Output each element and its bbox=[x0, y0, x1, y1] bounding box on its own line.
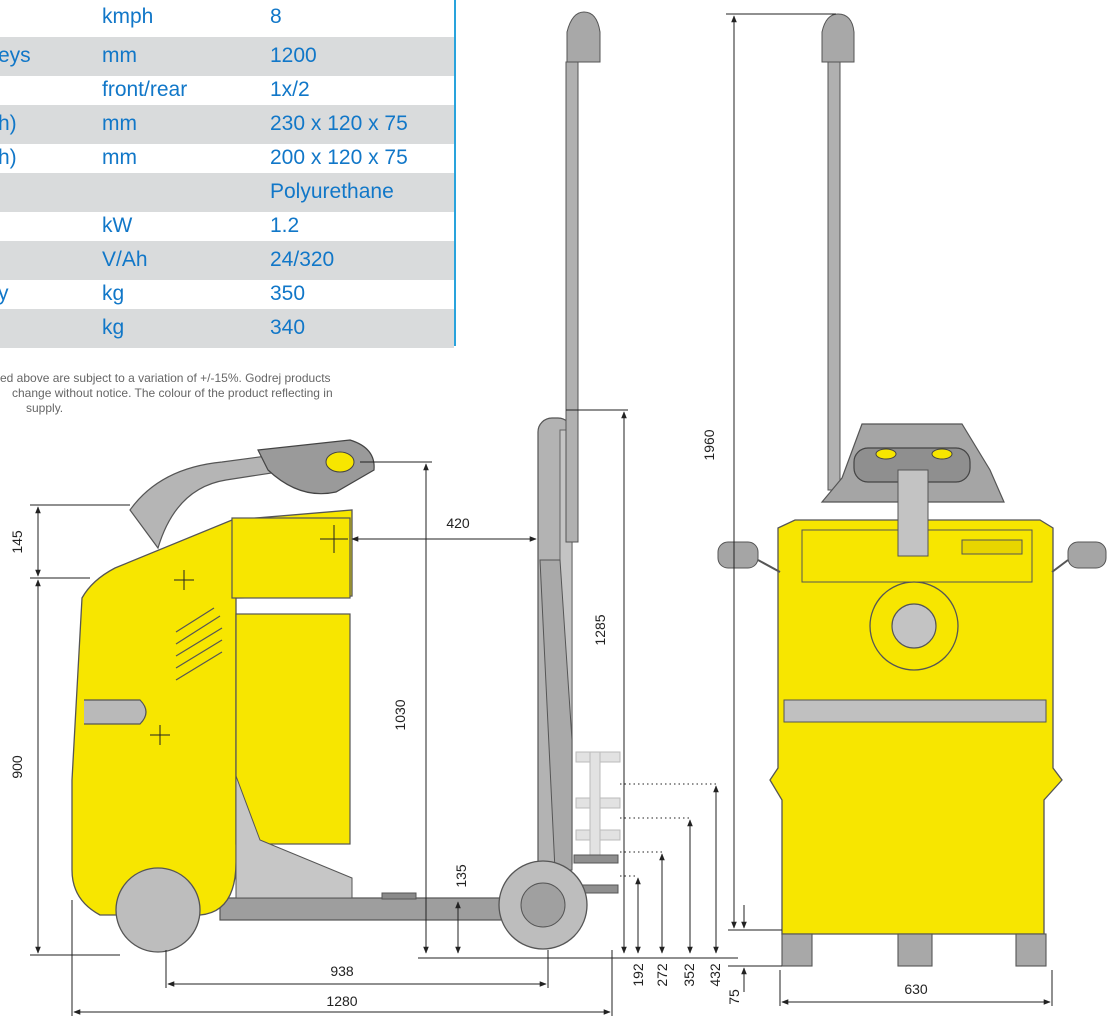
spec-row: kmph 8 bbox=[0, 0, 454, 37]
side-body bbox=[71, 509, 353, 916]
side-pole bbox=[565, 61, 579, 543]
dimension-labels: 145 900 420 1030 1285 1960 135 938 1280 … bbox=[9, 429, 928, 1009]
disclaimer-line: supply. bbox=[26, 401, 64, 415]
front-display-slot bbox=[961, 539, 1023, 555]
front-wheels bbox=[781, 933, 1047, 967]
dim-630: 630 bbox=[904, 981, 928, 997]
dim-900: 900 bbox=[9, 755, 25, 779]
spec-row: h) mm 200 x 120 x 75 bbox=[0, 139, 454, 178]
disclaimer-line: change without notice. The colour of the… bbox=[12, 386, 333, 400]
spec-unit: mm bbox=[102, 112, 137, 135]
front-headlight-lens bbox=[891, 603, 937, 649]
side-battery-panel bbox=[235, 613, 351, 845]
spec-value: 1x/2 bbox=[270, 78, 310, 101]
side-grille bbox=[175, 607, 223, 681]
side-step-plate bbox=[381, 892, 417, 900]
dim-75: 75 bbox=[726, 989, 742, 1005]
spec-value: 1.2 bbox=[270, 214, 300, 237]
spec-value: 1200 bbox=[270, 44, 317, 67]
disclaimer-line: ed above are subject to a variation of +… bbox=[0, 371, 331, 385]
dimension-lines bbox=[30, 13, 1053, 1016]
front-bumper bbox=[783, 699, 1047, 723]
spec-label: y bbox=[0, 282, 9, 305]
side-grey-plate bbox=[235, 775, 353, 899]
spec-row: h) mm 230 x 120 x 75 bbox=[0, 105, 454, 144]
dim-192: 192 bbox=[630, 963, 646, 987]
dim-1285: 1285 bbox=[592, 614, 608, 645]
spec-row: kg 340 bbox=[0, 309, 454, 348]
spec-value: 230 x 120 x 75 bbox=[270, 112, 408, 135]
front-pole bbox=[827, 59, 841, 491]
side-rear-wheel bbox=[115, 867, 201, 953]
spec-unit: kg bbox=[102, 282, 125, 305]
disclaimer-note: ed above are subject to a variation of +… bbox=[0, 371, 430, 416]
spec-unit: mm bbox=[102, 146, 137, 169]
spec-value: 340 bbox=[270, 316, 306, 339]
spec-row: front/rear 1x/2 bbox=[0, 71, 454, 110]
side-reference-mark bbox=[150, 525, 348, 745]
spec-row: kW 1.2 bbox=[0, 207, 454, 246]
front-mirror-left bbox=[717, 541, 759, 569]
spec-value: 200 x 120 x 75 bbox=[270, 146, 408, 169]
dim-938: 938 bbox=[330, 963, 354, 979]
side-console bbox=[231, 517, 351, 599]
side-chassis-frame bbox=[219, 897, 503, 921]
spec-unit: mm bbox=[102, 44, 137, 67]
side-fork-ghost bbox=[575, 751, 621, 863]
front-tiller-button-right bbox=[931, 448, 953, 460]
front-view-truck bbox=[717, 13, 1107, 967]
spec-unit: kg bbox=[102, 316, 125, 339]
spec-label: h) bbox=[0, 146, 17, 169]
side-tiller-head bbox=[257, 439, 375, 495]
spec-row: eys mm 1200 bbox=[0, 37, 454, 76]
side-front-wheel bbox=[498, 860, 588, 950]
front-body bbox=[769, 519, 1063, 935]
spec-row: V/Ah 24/320 bbox=[0, 241, 454, 280]
dim-1280: 1280 bbox=[326, 993, 357, 1009]
dim-272: 272 bbox=[654, 963, 670, 987]
spec-value: Polyurethane bbox=[270, 180, 394, 203]
spec-row: Polyurethane bbox=[0, 173, 454, 212]
front-pole-cap bbox=[821, 13, 855, 63]
side-tiller-button bbox=[325, 451, 355, 473]
spec-unit: V/Ah bbox=[102, 248, 148, 271]
spec-value: 8 bbox=[270, 5, 282, 28]
dim-1960: 1960 bbox=[701, 429, 717, 460]
spec-value: 350 bbox=[270, 282, 306, 305]
spec-row: y kg 350 bbox=[0, 275, 454, 314]
front-mirror-right bbox=[1067, 541, 1107, 569]
spec-label: eys bbox=[0, 44, 31, 67]
side-pole-cap bbox=[566, 11, 601, 63]
spec-value: 24/320 bbox=[270, 248, 335, 271]
spec-unit: kW bbox=[102, 214, 133, 237]
front-tiller-button-left bbox=[875, 448, 897, 460]
front-column bbox=[897, 469, 929, 557]
dim-1030: 1030 bbox=[392, 699, 408, 730]
dim-420: 420 bbox=[446, 515, 470, 531]
dim-432: 432 bbox=[707, 963, 723, 987]
spec-unit: kmph bbox=[102, 5, 154, 28]
specification-table: kmph 8 eys mm 1200 front/rear 1x/2 h) mm… bbox=[0, 0, 456, 348]
side-handle-slot bbox=[84, 699, 147, 725]
dim-145: 145 bbox=[9, 530, 25, 554]
dim-135: 135 bbox=[453, 864, 469, 888]
side-mast-taper bbox=[539, 559, 573, 871]
side-view-truck bbox=[71, 11, 621, 953]
spec-unit: front/rear bbox=[102, 78, 188, 101]
dim-352: 352 bbox=[681, 963, 697, 987]
spec-label: h) bbox=[0, 112, 17, 135]
